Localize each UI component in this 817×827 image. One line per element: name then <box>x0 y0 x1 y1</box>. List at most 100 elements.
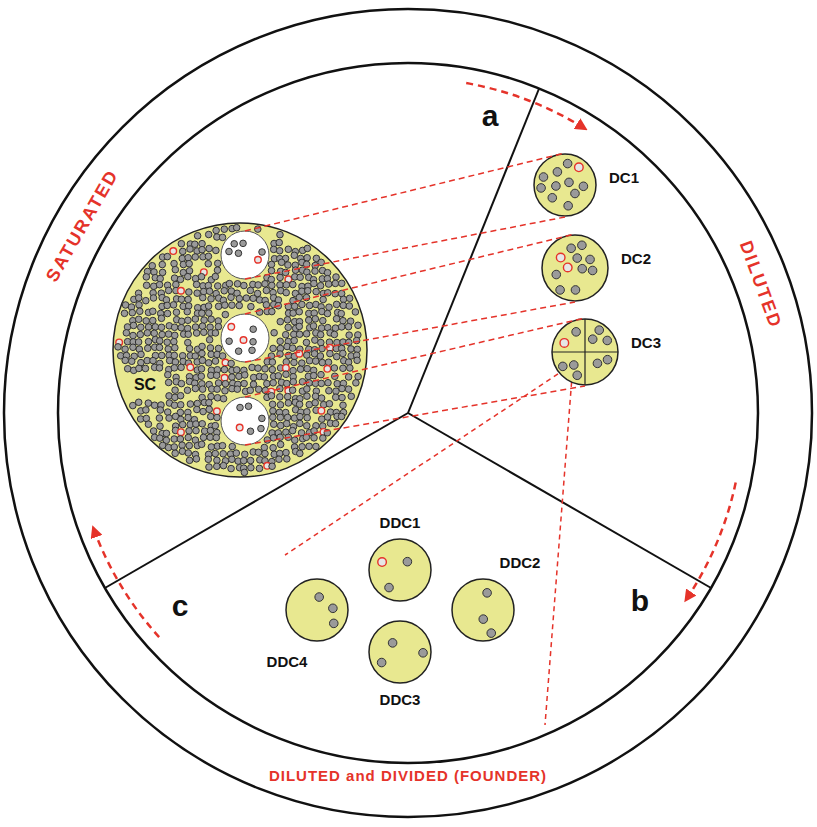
culture-outline <box>552 319 618 385</box>
particle <box>121 310 128 317</box>
transfer-wedge <box>245 318 585 445</box>
particle <box>270 421 277 428</box>
particle <box>137 308 144 315</box>
particle <box>206 399 213 406</box>
particle <box>297 413 304 420</box>
culture-figure <box>368 538 432 602</box>
particle <box>214 414 221 421</box>
particle <box>291 252 298 259</box>
particle <box>320 296 327 303</box>
particle <box>249 347 256 354</box>
culture-label: SC <box>131 375 159 395</box>
particle <box>259 415 266 422</box>
particle <box>173 309 180 316</box>
particle <box>304 414 311 421</box>
particle <box>299 443 306 450</box>
particle <box>157 407 164 414</box>
particle <box>212 273 219 280</box>
particle <box>143 297 150 304</box>
particle <box>200 329 207 336</box>
particle <box>213 227 220 234</box>
particle <box>198 273 205 280</box>
particle <box>205 260 212 267</box>
particle <box>130 322 137 329</box>
particle <box>222 387 229 394</box>
particle <box>261 444 268 451</box>
particle <box>164 310 171 317</box>
culture-circle: DC2 <box>541 234 609 302</box>
culture-group <box>452 579 514 641</box>
particle <box>385 583 394 592</box>
particle <box>222 380 229 387</box>
particle <box>215 323 222 330</box>
particle <box>193 427 200 434</box>
particle <box>282 331 289 338</box>
particle <box>156 338 163 345</box>
particle <box>271 329 278 336</box>
particle <box>156 281 163 288</box>
particle <box>221 366 228 373</box>
particle <box>306 443 313 450</box>
particle <box>285 400 292 407</box>
particle <box>276 456 283 463</box>
particle <box>178 380 185 387</box>
particle <box>352 309 359 316</box>
culture-group <box>552 319 618 385</box>
particle <box>353 380 360 387</box>
particle <box>285 262 292 269</box>
sector-divider <box>408 413 711 588</box>
particle <box>150 295 157 302</box>
particle <box>226 248 233 255</box>
culture-circle: DC1 <box>533 153 597 217</box>
particle <box>332 290 339 297</box>
particle <box>241 282 248 289</box>
particle <box>179 248 186 255</box>
particle <box>285 434 292 441</box>
particle <box>268 353 275 360</box>
particle <box>296 294 303 301</box>
particle <box>178 324 185 331</box>
particle <box>144 330 151 337</box>
particle <box>332 280 339 287</box>
particle <box>282 269 289 276</box>
particle <box>208 316 215 323</box>
particle <box>278 259 285 266</box>
particle <box>145 400 152 407</box>
particle <box>345 323 352 330</box>
culture-circle: DC3 <box>551 318 619 386</box>
particle <box>276 239 283 246</box>
particle <box>345 386 352 393</box>
particle <box>194 290 201 297</box>
particle <box>275 302 282 309</box>
particle <box>208 444 215 451</box>
particle <box>193 281 200 288</box>
particle <box>312 268 319 275</box>
particle <box>199 357 206 364</box>
particle <box>332 420 339 427</box>
culture-outline <box>534 154 596 216</box>
culture-label: DC2 <box>621 251 651 268</box>
particle <box>333 301 340 308</box>
particle <box>306 302 313 309</box>
particle <box>138 351 145 358</box>
particle <box>135 316 142 323</box>
particle <box>199 323 206 330</box>
particle <box>299 301 306 308</box>
particle <box>276 247 283 254</box>
particle <box>137 331 144 338</box>
particle <box>571 189 580 198</box>
particle <box>285 246 292 253</box>
particle <box>220 395 227 402</box>
particle <box>142 365 149 372</box>
particle <box>194 232 201 239</box>
particle <box>377 658 386 667</box>
particle <box>178 318 185 325</box>
particle <box>159 331 166 338</box>
particle <box>277 351 284 358</box>
particle <box>255 365 262 372</box>
particle <box>122 357 129 364</box>
particle <box>207 413 214 420</box>
particle <box>192 254 199 261</box>
particle <box>165 346 172 353</box>
particle <box>277 434 284 441</box>
